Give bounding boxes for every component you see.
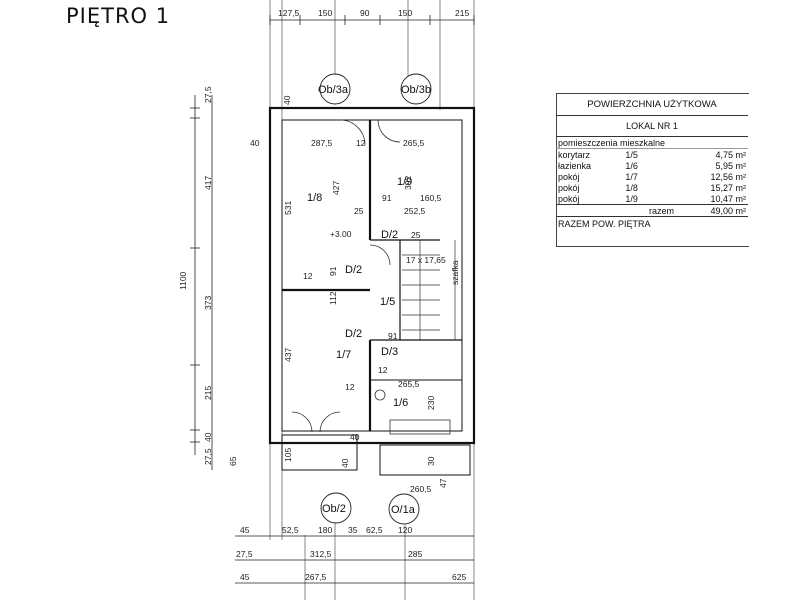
- dim-12-a: 12: [356, 138, 366, 148]
- dim-112: 112: [328, 291, 338, 305]
- left-dim-9: 65: [228, 456, 238, 466]
- row-name: korytarz: [558, 149, 591, 160]
- door-d2-a: D/2: [381, 229, 398, 241]
- row-area: 15,27 m²: [710, 182, 746, 193]
- row-name: pokój: [558, 182, 580, 193]
- bottom-row3-1: 45: [240, 572, 250, 582]
- row-area: 5,95 m²: [715, 160, 746, 171]
- dim-91-b: 91: [328, 266, 338, 276]
- bottom-row1-4: 35: [348, 525, 358, 535]
- left-dim-4: 1100: [178, 271, 188, 290]
- dim-287-5: 287,5: [311, 138, 333, 148]
- row-name: łazienka: [558, 160, 592, 171]
- dim-40-a: 40: [250, 138, 260, 148]
- axis-ob3b: Ob/3b: [401, 84, 431, 96]
- top-dim-1: 127,5: [278, 8, 300, 18]
- left-dim-6: 215: [203, 386, 213, 400]
- axis-ob2: Ob/2: [322, 503, 346, 515]
- top-dim-4: 150: [398, 8, 412, 18]
- table-footer: RAZEM POW. PIĘTRA: [556, 216, 748, 231]
- axis-ob3a: Ob/3a: [318, 84, 349, 96]
- page-title: PIĘTRO 1: [66, 4, 171, 28]
- dim-230: 230: [426, 396, 436, 410]
- row-area: 12,56 m²: [710, 171, 746, 182]
- room-1-5: 1/5: [380, 296, 395, 308]
- dim-160-5: 160,5: [420, 193, 442, 203]
- dim-12-c: 12: [345, 382, 355, 392]
- dim-12-d: 12: [378, 365, 388, 375]
- bottom-row3-2: 267,5: [305, 572, 327, 582]
- table-section: pomieszczenia mieszkalne: [556, 136, 748, 149]
- room-1-9: 1/9: [397, 176, 412, 188]
- row-name: pokój: [558, 171, 580, 182]
- table-row: korytarz 1/5 4,75 m²: [556, 149, 748, 161]
- room-1-8: 1/8: [307, 192, 322, 204]
- table-row: pokój 1/7 12,56 m²: [556, 171, 748, 182]
- table-title: POWIERZCHNIA UŻYTKOWA: [556, 93, 748, 116]
- dim-91-c: 91: [388, 331, 398, 341]
- bottom-row2-1: 27,5: [236, 549, 253, 559]
- bottom-row2-3: 285: [408, 549, 422, 559]
- left-dim-7: 40: [203, 432, 213, 442]
- left-dim-2: 40: [282, 95, 292, 105]
- table-row: pokój 1/8 15,27 m²: [556, 182, 748, 193]
- dim-531: 531: [283, 201, 293, 215]
- stair-note: szafka: [450, 260, 460, 285]
- top-dim-5: 215: [455, 8, 469, 18]
- level-mark: +3.00: [330, 229, 352, 239]
- dim-47: 47: [438, 478, 448, 488]
- door-d2-b: D/2: [345, 264, 362, 276]
- dim-105: 105: [283, 448, 293, 462]
- row-code: 1/8: [625, 182, 638, 193]
- dim-25-b: 25: [411, 230, 421, 240]
- bottom-row1-5: 62,5: [366, 525, 383, 535]
- area-table: POWIERZCHNIA UŻYTKOWA LOKAL NR 1 pomiesz…: [556, 93, 748, 231]
- dim-265-5-b: 265,5: [398, 379, 420, 389]
- row-area: 4,75 m²: [715, 149, 746, 160]
- bottom-row1-1: 45: [240, 525, 250, 535]
- row-code: 1/6: [625, 160, 638, 171]
- room-1-6: 1/6: [393, 397, 408, 409]
- left-dim-3: 417: [203, 176, 213, 190]
- table-row: łazienka 1/6 5,95 m²: [556, 160, 748, 171]
- dim-260-5: 260,5: [410, 484, 432, 494]
- dim-25-a: 25: [354, 206, 364, 216]
- bottom-row1-6: 120: [398, 525, 412, 535]
- left-dim-8: 27,5: [203, 448, 213, 465]
- axis-o1a: O/1a: [391, 504, 416, 516]
- top-dim-3: 90: [360, 8, 370, 18]
- stair-size: 17 x 17,65: [406, 255, 446, 265]
- row-code: 1/5: [625, 149, 638, 160]
- dim-12-b: 12: [303, 271, 313, 281]
- bottom-row1-2: 52,5: [282, 525, 299, 535]
- door-d2-c: D/2: [345, 328, 362, 340]
- dim-265-5: 265,5: [403, 138, 425, 148]
- top-dim-2: 150: [318, 8, 332, 18]
- left-dim-5: 373: [203, 296, 213, 310]
- bottom-row2-2: 312,5: [310, 549, 332, 559]
- sum-label: razem: [623, 204, 677, 217]
- row-code: 1/9: [625, 193, 638, 204]
- dim-392: 392: [403, 176, 413, 190]
- row-code: 1/7: [625, 171, 638, 182]
- dim-40-b: 40: [340, 458, 350, 468]
- dim-437: 437: [283, 348, 293, 362]
- table-unit: LOKAL NR 1: [556, 115, 748, 137]
- dim-252-5: 252,5: [404, 206, 426, 216]
- bottom-row3-3: 625: [452, 572, 466, 582]
- row-area: 10,47 m²: [710, 193, 746, 204]
- door-d3: D/3: [381, 346, 398, 358]
- table-row: pokój 1/9 10,47 m²: [556, 193, 748, 205]
- dim-91-a: 91: [382, 193, 392, 203]
- bottom-row1-3: 180: [318, 525, 332, 535]
- room-1-7: 1/7: [336, 349, 351, 361]
- dim-30: 30: [426, 456, 436, 466]
- row-name: pokój: [558, 193, 580, 204]
- left-dim-1: 27,5: [203, 86, 213, 103]
- sum-value: 49,00 m²: [676, 204, 748, 217]
- dim-427: 427: [331, 181, 341, 195]
- dim-40-c: 40: [350, 432, 360, 442]
